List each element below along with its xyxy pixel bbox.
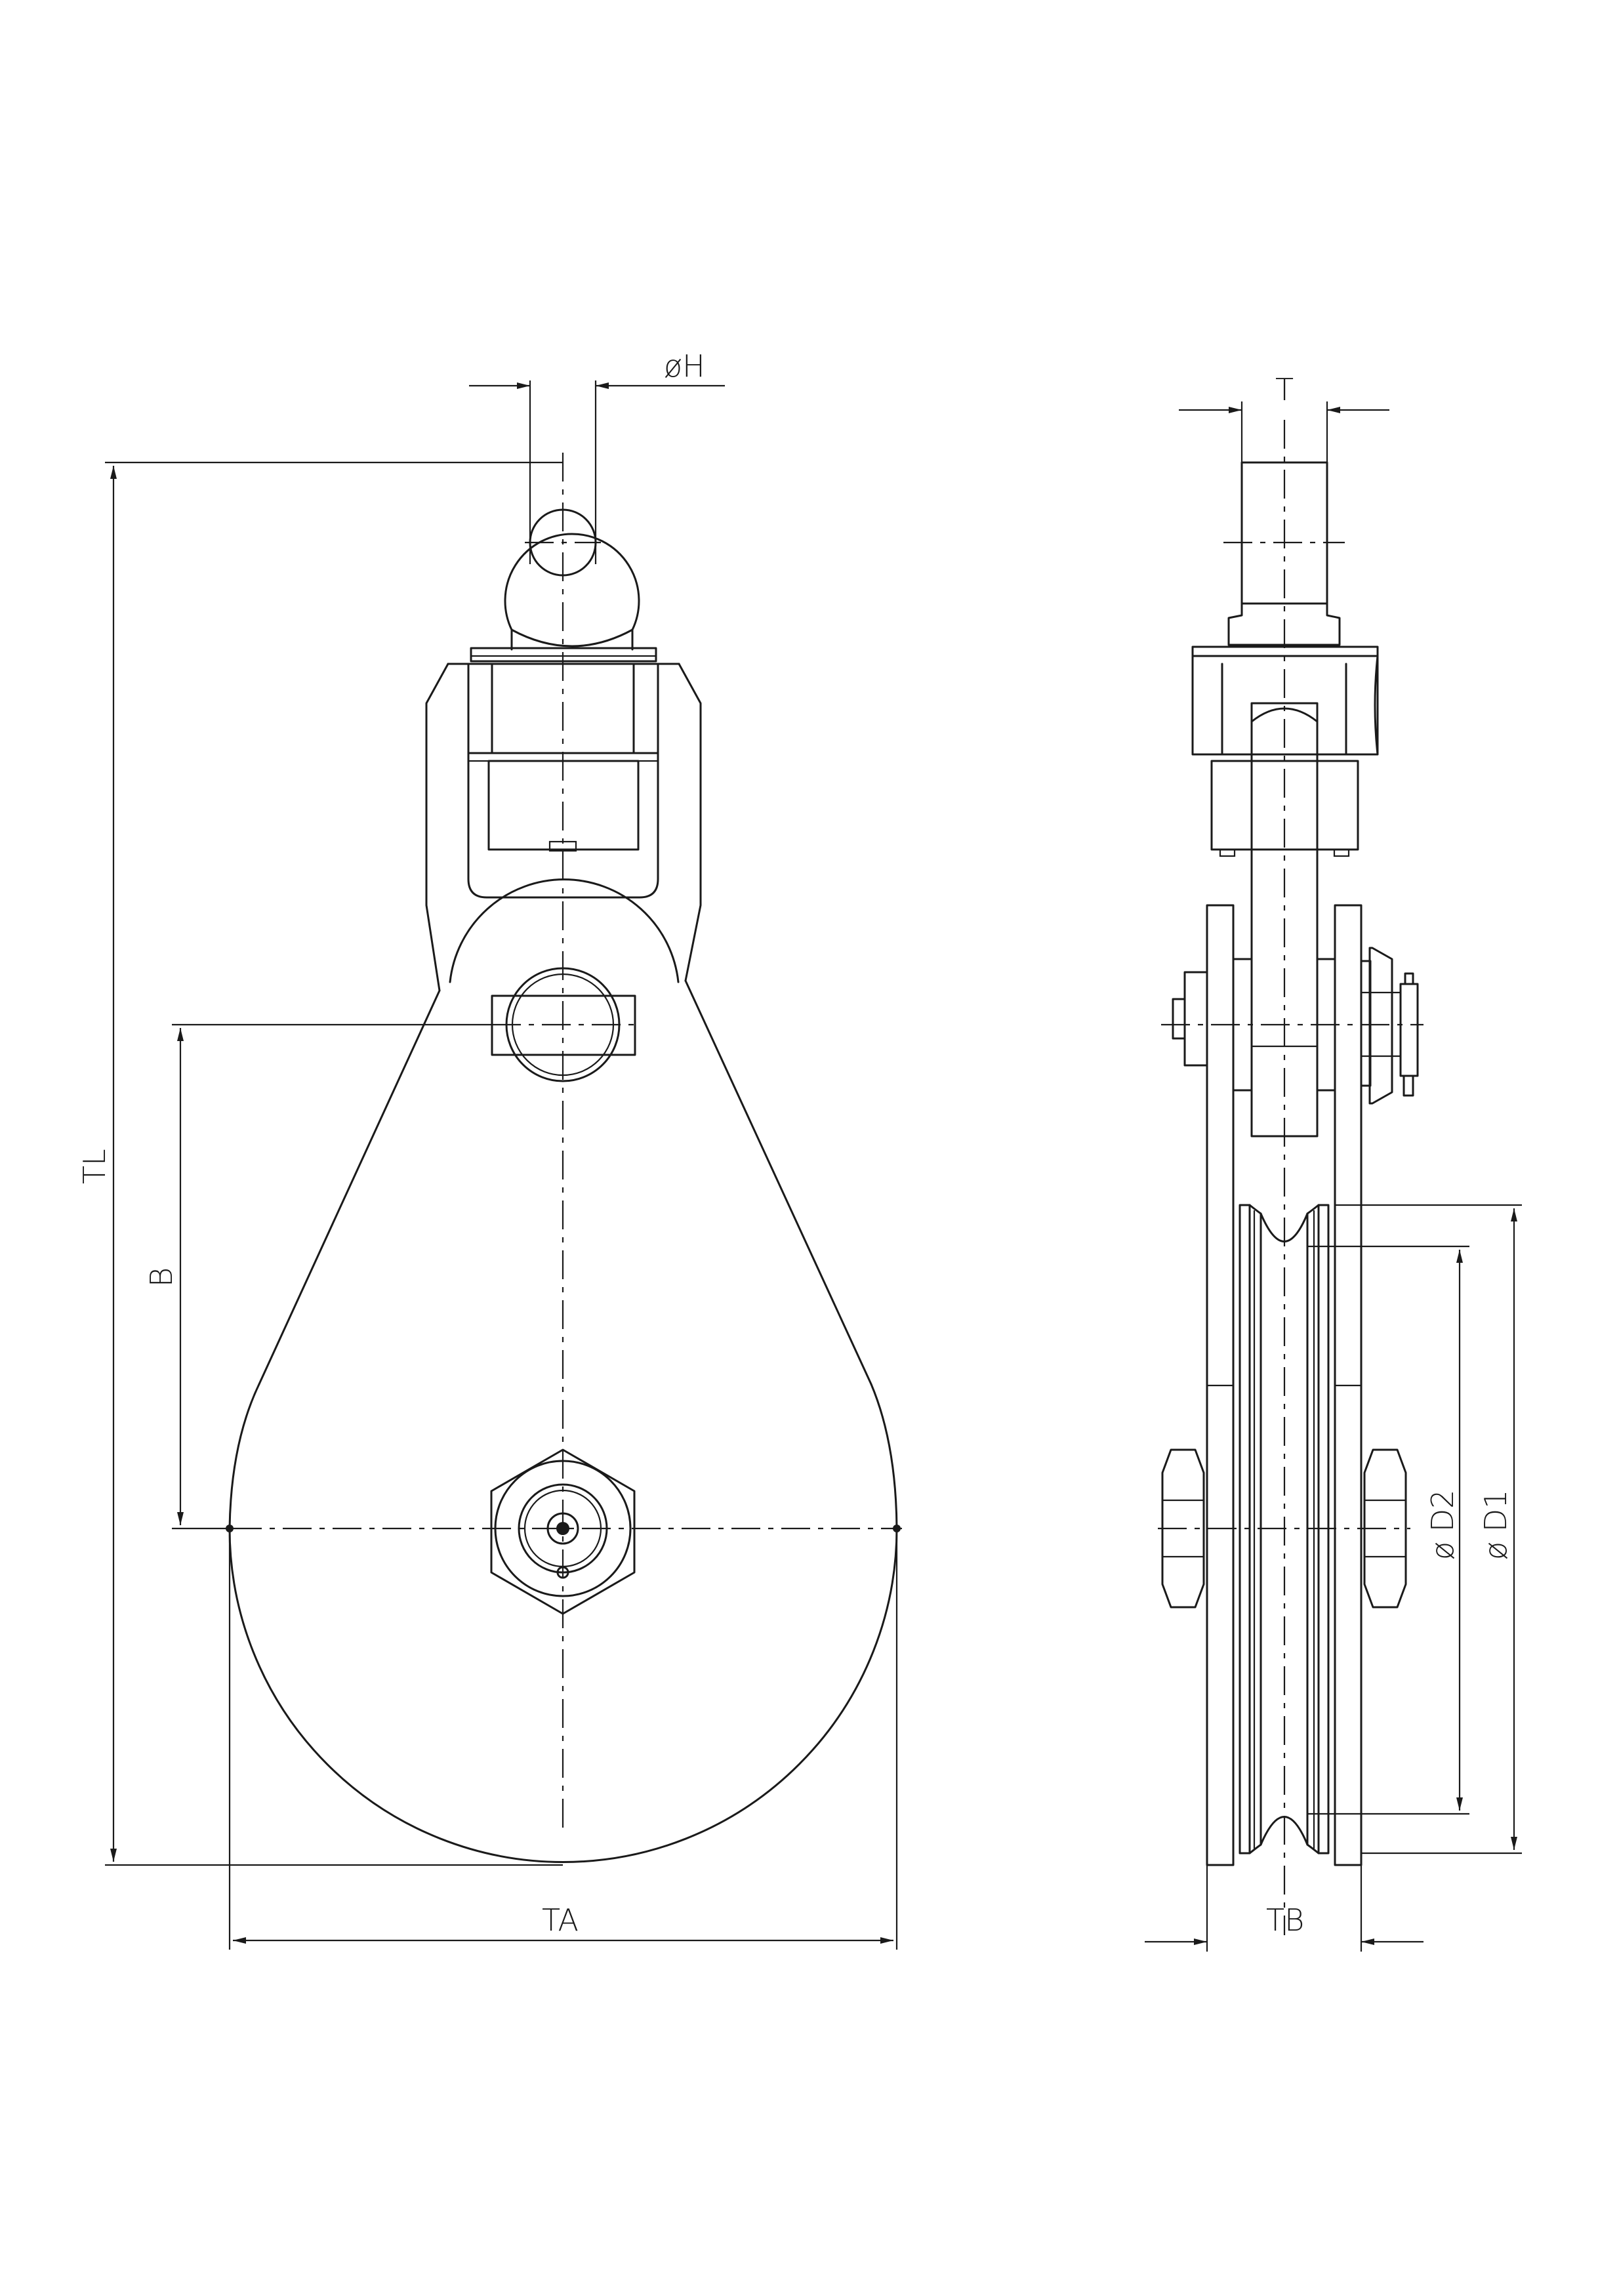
label-root-diameter: ø D2 bbox=[1425, 1490, 1460, 1560]
side-view: T ø D2 ø D1 TB bbox=[1145, 372, 1522, 1952]
dim-outer-diameter: ø D1 bbox=[1335, 1204, 1522, 1855]
axle-nuts-side bbox=[1161, 1448, 1407, 1609]
dim-total-length: TL bbox=[77, 461, 563, 1866]
upper-bolt bbox=[1172, 947, 1419, 1105]
dim-total-width: TA bbox=[228, 1535, 898, 1950]
swivel-eye bbox=[504, 508, 640, 651]
label-total-width: TA bbox=[542, 1902, 579, 1938]
label-outer-diameter: ø D1 bbox=[1478, 1490, 1513, 1560]
label-total-thickness: TB bbox=[1266, 1902, 1304, 1938]
label-hole-diameter: øH bbox=[664, 348, 705, 384]
label-pin-distance: B bbox=[144, 1267, 179, 1287]
dim-tang-thickness: T bbox=[1179, 372, 1389, 462]
front-centerlines bbox=[226, 453, 902, 1830]
side-centerlines bbox=[1158, 420, 1424, 1935]
dim-total-thickness: TB bbox=[1145, 1865, 1424, 1952]
dim-hole-diameter: øH bbox=[469, 348, 725, 564]
front-view: øH TL B TA bbox=[77, 348, 902, 1950]
dim-pin-distance: B bbox=[144, 1023, 492, 1530]
cheek-plate bbox=[228, 878, 898, 1863]
label-total-length: TL bbox=[77, 1149, 112, 1184]
label-tang-thickness: T bbox=[1275, 372, 1294, 407]
dim-root-diameter: ø D2 bbox=[1307, 1245, 1469, 1815]
